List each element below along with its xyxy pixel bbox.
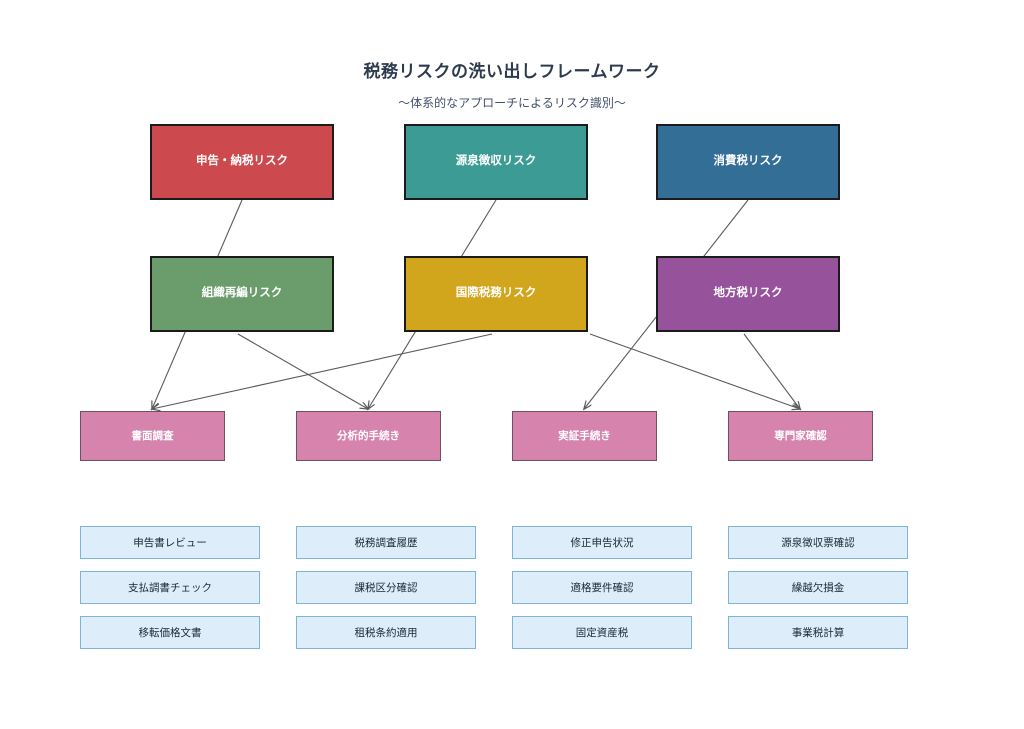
connector-r4-to-p2 [237,333,368,409]
procedure-node-p1[interactable]: 書面調査 [80,411,225,461]
procedure-node-p2[interactable]: 分析的手続き [296,411,441,461]
connector-r6-to-p4 [743,333,800,409]
checklist-item[interactable]: 修正申告状況 [512,526,692,559]
procedure-node-p3[interactable]: 実証手続き [512,411,657,461]
checklist-item[interactable]: 移転価格文書 [80,616,260,649]
risk-node-r6[interactable]: 地方税リスク [656,256,840,332]
connector-r5-to-p1 [152,333,493,409]
risk-node-r4[interactable]: 組織再編リスク [150,256,334,332]
checklist-item[interactable]: 適格要件確認 [512,571,692,604]
page-subtitle: 〜体系的なアプローチによるリスク識別〜 [398,96,626,110]
checklist-item[interactable]: 固定資産税 [512,616,692,649]
page-title: 税務リスクの洗い出しフレームワーク [363,62,661,81]
risk-node-r3[interactable]: 消費税リスク [656,124,840,200]
risk-node-r1[interactable]: 申告・納税リスク [150,124,334,200]
checklist-item[interactable]: 繰越欠損金 [728,571,908,604]
checklist-item[interactable]: 申告書レビュー [80,526,260,559]
checklist-item[interactable]: 租税条約適用 [296,616,476,649]
checklist-item[interactable]: 税務調査履歴 [296,526,476,559]
checklist-item[interactable]: 事業税計算 [728,616,908,649]
checklist-item[interactable]: 源泉徴収票確認 [728,526,908,559]
risk-node-r2[interactable]: 源泉徴収リスク [404,124,588,200]
risk-node-r5[interactable]: 国際税務リスク [404,256,588,332]
checklist-item[interactable]: 支払調書チェック [80,571,260,604]
connector-r5r-to-p4 [589,333,800,409]
procedure-node-p4[interactable]: 専門家確認 [728,411,873,461]
checklist-item[interactable]: 課税区分確認 [296,571,476,604]
